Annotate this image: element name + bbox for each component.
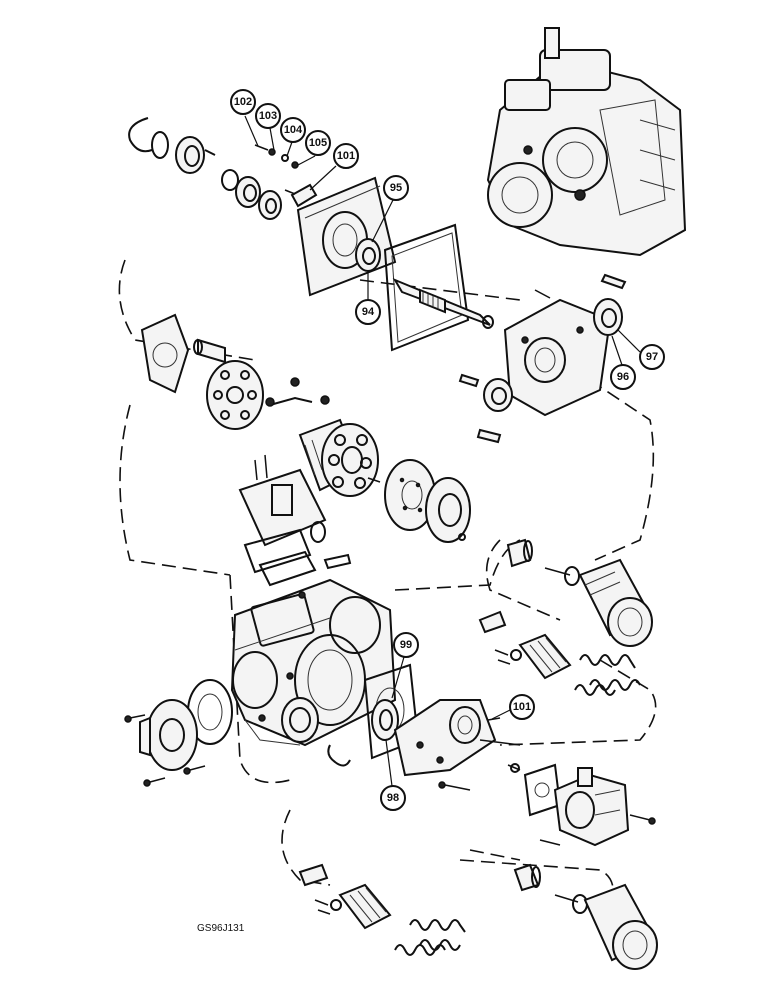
- drawing-code: GS96J131: [197, 923, 245, 934]
- flange-bolts: [124, 714, 206, 787]
- dowel-pins-upper: [458, 273, 627, 444]
- thrust-plate: [140, 313, 190, 394]
- callout-97: 97: [617, 329, 665, 370]
- springs-lower: [394, 919, 466, 956]
- callout-101-upper: 101: [309, 143, 359, 191]
- flange-cover: [139, 699, 198, 771]
- group-outline-spool: [485, 539, 657, 746]
- valve-gaskets: [243, 528, 352, 587]
- pump-assembly: [486, 27, 687, 257]
- callout-96: 96: [610, 335, 636, 390]
- retainer-clips: [265, 377, 330, 407]
- callout-label-101-upper: 101: [337, 150, 355, 162]
- bearing-cup-left: [483, 378, 513, 412]
- callout-label-96: 96: [617, 371, 629, 383]
- bearing-98: [371, 699, 399, 741]
- pump-housing: [230, 578, 397, 747]
- retainer-plate: [206, 360, 264, 430]
- callout-104: 104: [280, 117, 306, 157]
- snap-ring-top: [128, 117, 153, 153]
- spool-cap-lower: [513, 863, 541, 892]
- bearing-95: [355, 238, 381, 272]
- bushing-upper: [258, 190, 282, 220]
- lock-plate: [290, 183, 318, 208]
- o-ring-small: [221, 169, 239, 191]
- valve-plate: [384, 459, 436, 531]
- callout-label-94: 94: [362, 306, 375, 318]
- callout-label-97: 97: [646, 351, 658, 363]
- port-openings: [281, 697, 319, 743]
- servo-cylinder-upper: [578, 558, 653, 647]
- callout-label-99: 99: [400, 639, 412, 651]
- snap-ring-lower: [327, 744, 351, 767]
- dowel-pin-mid: [478, 610, 507, 634]
- callout-label-103: 103: [259, 110, 277, 122]
- o-ring-top: [151, 131, 169, 159]
- small-screws-upper: [254, 144, 299, 195]
- callout-98: 98: [380, 739, 406, 811]
- bearing-large: [425, 477, 471, 543]
- gasket: [383, 223, 470, 352]
- bearing-96-97: [593, 298, 623, 336]
- callout-label-104: 104: [284, 124, 303, 136]
- dowel-pin-lower: [298, 863, 329, 887]
- barrel-pin: [367, 477, 381, 483]
- seal-washer-top: [204, 149, 216, 156]
- spool-piston-upper: [494, 633, 572, 680]
- servo-cylinder-lower: [583, 883, 658, 970]
- callout-102: 102: [230, 89, 259, 147]
- callout-label-95: 95: [390, 182, 402, 194]
- charge-pump: [553, 767, 630, 847]
- end-cover-bolts: [438, 739, 521, 791]
- springs-upper: [574, 654, 641, 696]
- spool-cap-upper: [506, 538, 533, 568]
- small-pin-barrel: [458, 533, 466, 541]
- charge-pump-bolts: [539, 814, 656, 846]
- callout-105: 105: [297, 130, 331, 166]
- end-cover-block: [393, 699, 501, 777]
- spool-rod-lower: [554, 894, 588, 914]
- cylinder-barrel: [298, 418, 379, 497]
- callout-label-101-lower: 101: [513, 701, 531, 713]
- group-outline-middle: [119, 404, 521, 784]
- bearing-race-upper: [235, 176, 261, 208]
- callout-101-lower: 101: [491, 694, 535, 720]
- callout-103: 103: [255, 103, 281, 151]
- shaft-seal-top: [175, 136, 205, 174]
- control-valve: [238, 454, 327, 547]
- callout-94: 94: [355, 272, 381, 325]
- drive-shaft: [392, 277, 494, 329]
- callout-95: 95: [371, 175, 409, 243]
- callout-label-102: 102: [234, 96, 252, 108]
- callout-label-98: 98: [387, 792, 399, 804]
- center-pin: [193, 338, 226, 364]
- callout-99: 99: [391, 632, 419, 699]
- callout-label-105: 105: [309, 137, 327, 149]
- spool-piston-lower: [314, 883, 392, 930]
- spool-rod-upper: [544, 566, 580, 586]
